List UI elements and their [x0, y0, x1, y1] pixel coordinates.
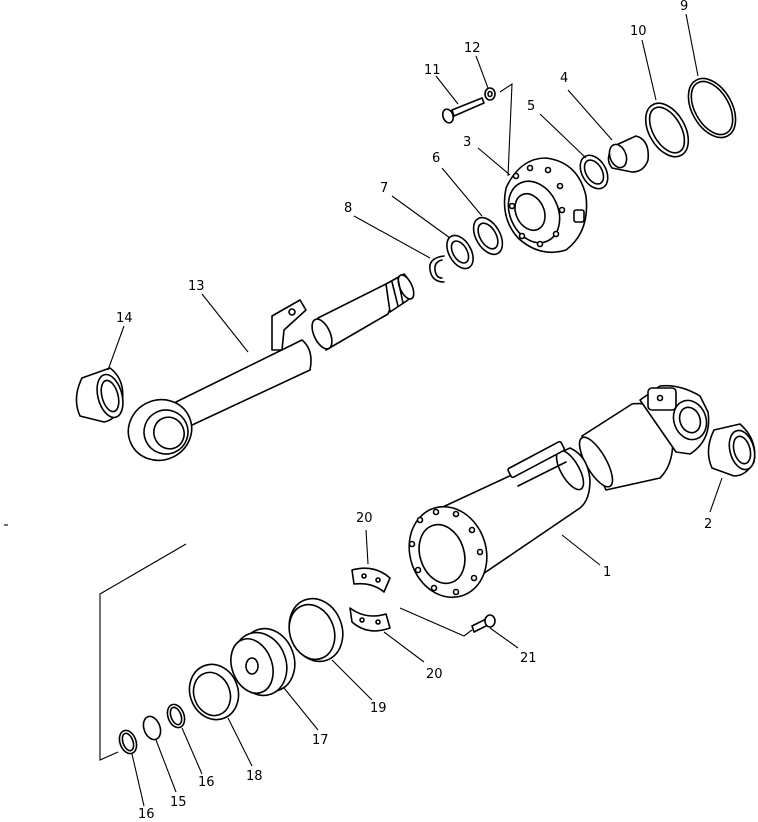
label-20-upper: 20 [356, 511, 373, 526]
part-13-piston-rod [127, 273, 415, 462]
part-16-ring-right [166, 703, 186, 729]
part-9-o-ring [687, 77, 737, 139]
part-19-piston-ring [288, 597, 344, 663]
part-15-ring [142, 715, 162, 741]
part-6-ring [472, 216, 504, 256]
part-21-bolt [471, 614, 496, 633]
part-20-upper-nut-half [351, 567, 391, 593]
part-11-bolt [441, 97, 485, 124]
part-14-bushing [75, 367, 124, 423]
label-12: 12 [464, 41, 481, 56]
label-3: 3 [463, 135, 471, 150]
label-11: 11 [424, 63, 441, 78]
part-4-bushing [607, 135, 650, 173]
part-2-bushing [707, 423, 756, 477]
part-1-cylinder-tube [408, 384, 710, 599]
label-4: 4 [560, 71, 568, 86]
part-18-wear-ring [188, 663, 240, 721]
label-21: 21 [520, 651, 537, 666]
part-5-seal [579, 154, 609, 190]
label-19: 19 [370, 701, 387, 716]
part-20-lower-nut-half [349, 607, 391, 632]
part-17-piston [230, 627, 296, 697]
part-8-snap-ring [428, 255, 445, 283]
label-15: 15 [170, 795, 187, 810]
label-14: 14 [116, 311, 133, 326]
label-6: 6 [432, 151, 440, 166]
part-10-backup-ring [644, 102, 690, 158]
label-17: 17 [312, 733, 329, 748]
part-3-cylinder-head [503, 157, 588, 254]
part-12-washer [484, 87, 496, 101]
label-8: 8 [344, 201, 352, 216]
leader-lines [4, 13, 723, 807]
label-9: 9 [680, 0, 688, 14]
part-7-seal-ring [446, 234, 474, 270]
label-10: 10 [630, 24, 647, 39]
label-7: 7 [380, 181, 388, 196]
label-18: 18 [246, 769, 263, 784]
label-1: 1 [603, 565, 611, 580]
label-13: 13 [188, 279, 205, 294]
label-5: 5 [527, 99, 535, 114]
part-16-ring-left [118, 729, 138, 755]
label-16-left: 16 [138, 807, 155, 822]
label-16-right: 16 [198, 775, 215, 790]
label-20-lower: 20 [426, 667, 443, 682]
label-2: 2 [704, 517, 712, 532]
part-number-labels: 1 2 3 4 5 6 7 8 9 10 11 12 13 14 15 16 1… [116, 0, 712, 822]
